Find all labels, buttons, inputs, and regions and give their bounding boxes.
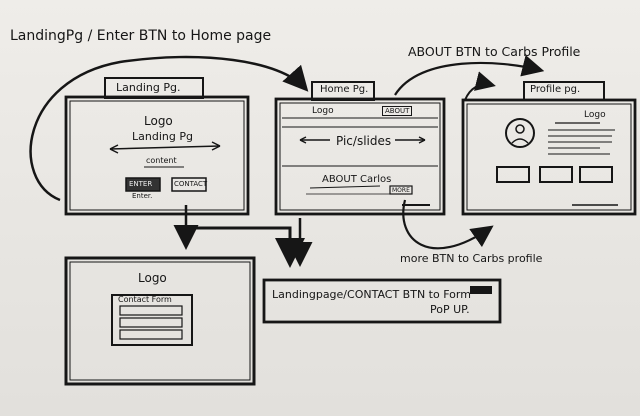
home-logo: Logo xyxy=(312,106,334,116)
form-frame xyxy=(64,256,256,386)
home-more-button[interactable]: MORE xyxy=(392,187,410,194)
note-contact-btn: Landingpage/CONTACT BTN to Form xyxy=(272,288,471,301)
arrow-landing-to-home xyxy=(29,55,309,202)
landing-enter-note: Enter. xyxy=(132,192,153,200)
note-about-btn: ABOUT BTN to Carbs Profile xyxy=(408,44,581,59)
form-title: Contact Form xyxy=(118,295,172,304)
landing-logo: Logo xyxy=(144,114,173,128)
landing-title: Landing Pg xyxy=(132,130,193,143)
profile-tab-label: Profile pg. xyxy=(530,84,581,95)
arrow-more-to-profile xyxy=(402,199,494,250)
note-more-btn: more BTN to Carbs profile xyxy=(400,252,543,265)
profile-logo: Logo xyxy=(584,110,606,120)
arrow-about-to-profile xyxy=(394,55,545,96)
note-popup: PoP UP. xyxy=(430,303,470,316)
form-logo: Logo xyxy=(138,271,167,285)
note-landing-enter: LandingPg / Enter BTN to Home page xyxy=(10,28,272,44)
landing-contact-button[interactable]: CONTACT xyxy=(174,180,208,188)
landing-tab-label: Landing Pg. xyxy=(116,81,181,94)
landing-content: content xyxy=(146,156,177,165)
profile-frame xyxy=(461,81,637,216)
contact-note-frame xyxy=(262,278,502,324)
landing-frame xyxy=(64,77,250,216)
home-about-carlos: ABOUT Carlos xyxy=(322,174,392,185)
home-about-button[interactable]: ABOUT xyxy=(382,106,413,116)
home-tab-label: Home Pg. xyxy=(320,84,369,95)
home-slides: Pic/slides xyxy=(336,134,392,148)
landing-enter-button[interactable]: ENTER xyxy=(129,180,153,188)
arrow-home-to-profile-back xyxy=(464,71,496,101)
home-frame xyxy=(274,81,446,216)
